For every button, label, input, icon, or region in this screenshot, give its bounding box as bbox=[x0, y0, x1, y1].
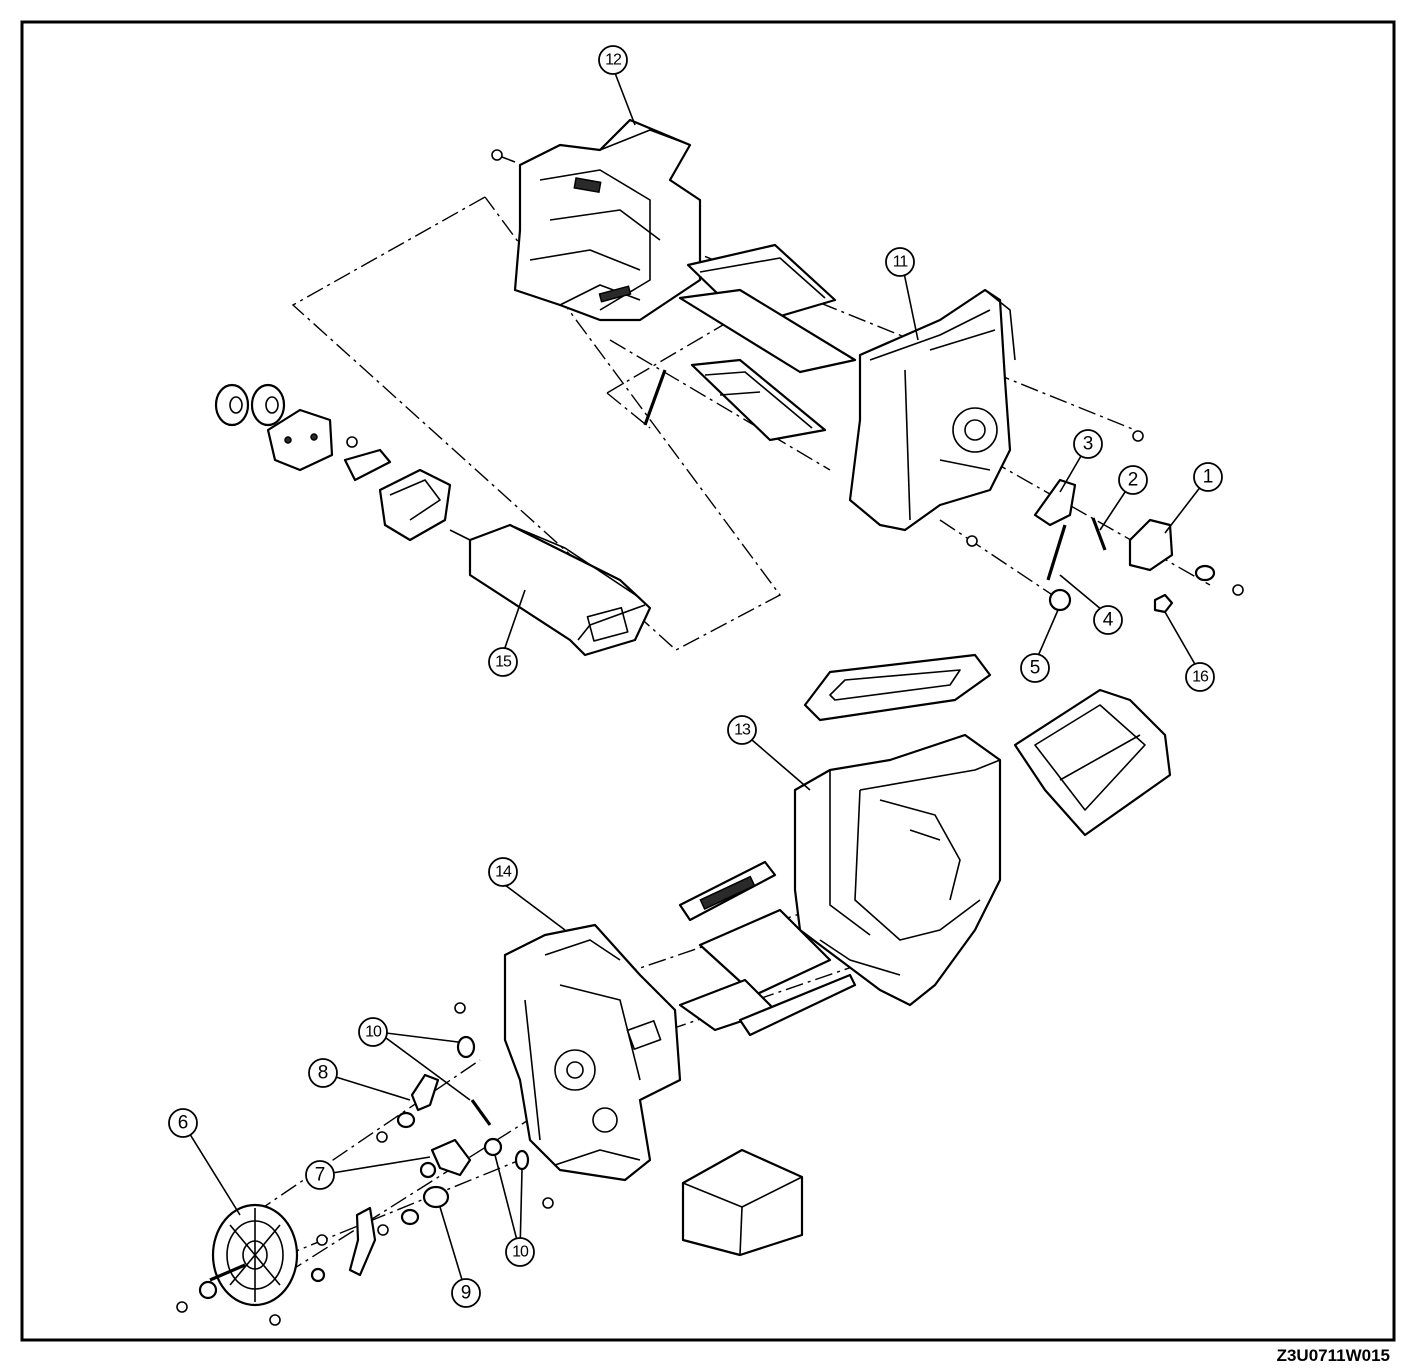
screw-icon bbox=[1132, 430, 1144, 442]
lever-part-3 bbox=[1033, 478, 1077, 527]
svg-text:13: 13 bbox=[734, 722, 751, 739]
callout-4: 4 bbox=[1093, 605, 1123, 635]
svg-text:7: 7 bbox=[315, 1165, 326, 1186]
svg-text:11: 11 bbox=[893, 254, 909, 271]
duct-part-15 bbox=[449, 523, 652, 657]
svg-text:4: 4 bbox=[1103, 610, 1114, 631]
linkage-bracket bbox=[343, 436, 392, 482]
svg-text:8: 8 bbox=[318, 1063, 329, 1084]
blower-fan-part-6 bbox=[176, 1203, 299, 1313]
mode-door-lower bbox=[678, 860, 857, 1037]
callout-10-upper: 10 bbox=[358, 1017, 388, 1047]
cover-plate bbox=[266, 408, 334, 472]
screw-icon bbox=[966, 535, 978, 547]
svg-text:5: 5 bbox=[1030, 658, 1041, 679]
callout-14: 14 bbox=[488, 857, 518, 887]
svg-text:9: 9 bbox=[461, 1283, 472, 1304]
seal-gasket-upper bbox=[803, 653, 992, 722]
links-part-10 bbox=[456, 1035, 530, 1171]
callout-3: 3 bbox=[1073, 429, 1103, 459]
upper-case-part-12 bbox=[513, 118, 702, 322]
svg-text:15: 15 bbox=[495, 654, 512, 671]
screw-icon bbox=[491, 149, 503, 161]
callout-11: 11 bbox=[885, 247, 915, 277]
rod-part-2 bbox=[1091, 517, 1107, 551]
link-part-8 bbox=[376, 1073, 440, 1143]
lever-part-7 bbox=[419, 1138, 472, 1179]
screw-icon bbox=[542, 1197, 554, 1209]
callout-8: 8 bbox=[308, 1058, 338, 1088]
lower-left-housing-part-14 bbox=[503, 923, 682, 1182]
svg-text:10: 10 bbox=[365, 1024, 382, 1041]
callout-10-lower: 10 bbox=[505, 1237, 535, 1267]
svg-text:16: 16 bbox=[1192, 669, 1209, 686]
actuator-upper bbox=[378, 468, 452, 542]
filter-box bbox=[681, 1148, 804, 1257]
seal-gasket-right bbox=[1013, 688, 1172, 837]
lever-arm bbox=[310, 1206, 377, 1283]
callout-13: 13 bbox=[727, 715, 757, 745]
svg-text:14: 14 bbox=[495, 864, 512, 881]
svg-text:6: 6 bbox=[178, 1113, 189, 1134]
air-mix-door-upper bbox=[643, 358, 827, 442]
screw-icon bbox=[316, 1234, 328, 1246]
upper-right-housing-part-11 bbox=[848, 288, 1016, 532]
callout-9: 9 bbox=[451, 1278, 481, 1308]
figure-code: Z3U0711W015 bbox=[1276, 1346, 1390, 1365]
nut-part-16 bbox=[1153, 593, 1174, 614]
rod-part-4 bbox=[1046, 524, 1067, 581]
bushings bbox=[214, 383, 286, 427]
callout-6: 6 bbox=[168, 1108, 198, 1138]
svg-text:1: 1 bbox=[1203, 467, 1214, 488]
callout-5: 5 bbox=[1020, 653, 1050, 683]
heater-case-part-13 bbox=[793, 733, 1002, 1007]
svg-text:3: 3 bbox=[1083, 434, 1094, 455]
callout-16: 16 bbox=[1185, 662, 1215, 692]
callout-2: 2 bbox=[1118, 465, 1148, 495]
screw-icon bbox=[269, 1314, 281, 1326]
mode-door-upper bbox=[678, 243, 857, 374]
callout-1: 1 bbox=[1193, 462, 1223, 492]
svg-text:2: 2 bbox=[1128, 470, 1139, 491]
callout-7: 7 bbox=[305, 1160, 335, 1190]
svg-text:10: 10 bbox=[512, 1244, 529, 1261]
callout-15: 15 bbox=[488, 647, 518, 677]
callout-12: 12 bbox=[598, 45, 628, 75]
screw-icon bbox=[454, 1002, 466, 1014]
cam-part-9 bbox=[377, 1185, 450, 1236]
clip-part-5 bbox=[1048, 588, 1072, 612]
diagram-frame bbox=[20, 20, 1396, 1342]
svg-text:12: 12 bbox=[605, 52, 622, 69]
actuator-part-1 bbox=[1128, 518, 1244, 596]
